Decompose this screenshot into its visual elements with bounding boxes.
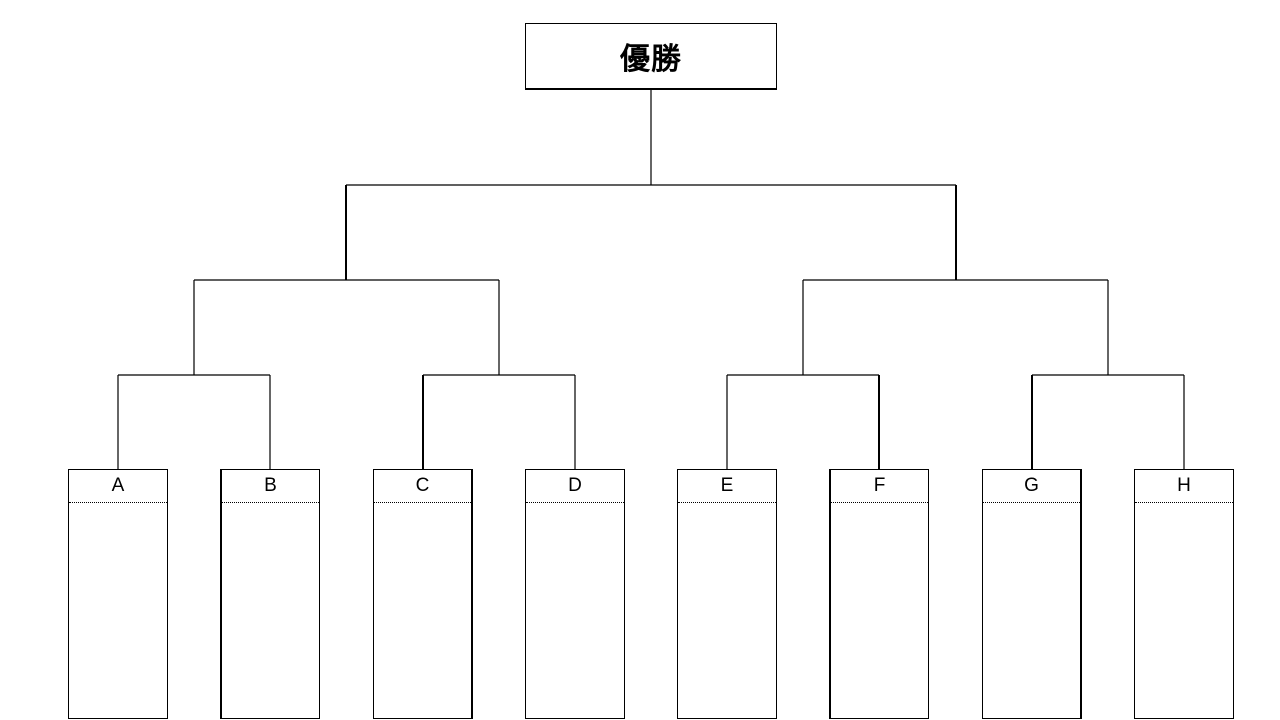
team-box-d: D xyxy=(525,469,625,719)
team-name-a: A xyxy=(111,475,125,496)
team-header-c: C xyxy=(374,470,471,503)
team-name-c: C xyxy=(415,475,430,496)
team-entry-area-h xyxy=(1135,503,1233,719)
team-name-h: H xyxy=(1177,475,1191,496)
team-header-b: B xyxy=(222,470,319,503)
team-name-f: F xyxy=(873,475,886,496)
team-name-d: D xyxy=(568,475,582,496)
team-entry-area-a xyxy=(69,503,167,719)
champion-box: 優勝 xyxy=(525,23,777,90)
team-name-e: E xyxy=(720,475,734,496)
team-box-f: F xyxy=(829,469,929,719)
team-entry-area-c xyxy=(374,503,471,719)
team-header-a: A xyxy=(69,470,167,503)
team-header-e: E xyxy=(678,470,776,503)
team-entry-area-g xyxy=(983,503,1080,719)
team-box-a: A xyxy=(68,469,168,719)
team-name-g: G xyxy=(1024,475,1039,496)
team-box-c: C xyxy=(373,469,473,719)
team-header-h: H xyxy=(1135,470,1233,503)
team-box-g: G xyxy=(982,469,1082,719)
team-entry-area-e xyxy=(678,503,776,719)
team-box-b: B xyxy=(220,469,320,719)
team-entry-area-f xyxy=(831,503,928,719)
team-header-g: G xyxy=(983,470,1080,503)
team-box-e: E xyxy=(677,469,777,719)
champion-label: 優勝 xyxy=(620,42,682,77)
team-entry-area-d xyxy=(526,503,624,719)
team-box-h: H xyxy=(1134,469,1234,719)
team-header-d: D xyxy=(526,470,624,503)
team-header-f: F xyxy=(831,470,928,503)
team-entry-area-b xyxy=(222,503,319,719)
team-name-b: B xyxy=(264,475,277,496)
